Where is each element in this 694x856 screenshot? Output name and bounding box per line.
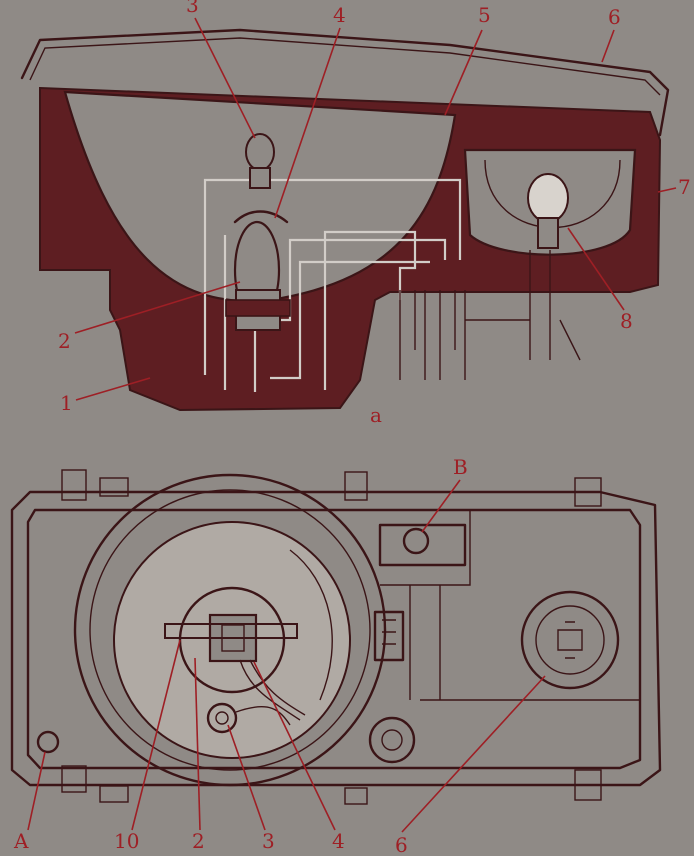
label-7: 7	[678, 175, 691, 199]
sidelight-socket	[206, 702, 238, 734]
label-1: 1	[60, 391, 73, 415]
sidelight-bulb	[245, 133, 275, 171]
inner-frame	[26, 508, 642, 770]
adjust-screw-a	[36, 730, 60, 754]
panel-dividers	[380, 510, 640, 701]
wiring	[203, 178, 462, 392]
label-b: B	[453, 455, 468, 479]
label-3-rear: 3	[262, 829, 275, 853]
label-2-rear: 2	[192, 829, 205, 853]
retaining-spring	[164, 623, 298, 639]
parking-bulb	[527, 173, 569, 223]
connector-terminals	[399, 250, 581, 380]
label-a: A	[13, 829, 29, 853]
bulb-shield	[233, 210, 289, 224]
label-4: 4	[333, 3, 346, 27]
lens-cover	[20, 28, 670, 137]
outer-frame	[10, 490, 662, 787]
sectional-view	[20, 28, 670, 412]
rear-view	[10, 469, 662, 805]
main-lamp-ring	[73, 473, 387, 787]
rear-labels: B A 10 2 3 4 6	[13, 455, 546, 856]
label-6: 6	[608, 5, 621, 29]
label-10: 10	[114, 829, 139, 853]
connector-block	[373, 610, 405, 662]
caption-a: a	[370, 403, 382, 427]
label-3: 3	[186, 0, 199, 17]
label-4-rear: 4	[332, 829, 345, 853]
rear-wires	[239, 659, 306, 721]
mounting-tabs	[61, 469, 602, 805]
switch-b	[402, 527, 430, 555]
label-2: 2	[58, 329, 71, 353]
cable-socket	[368, 716, 416, 764]
label-6-rear: 6	[395, 833, 408, 856]
parking-socket	[520, 590, 620, 690]
switch-housing	[378, 523, 467, 567]
label-8: 8	[620, 309, 633, 333]
label-5: 5	[478, 3, 491, 27]
top-labels: 3 4 5 6 7 8 2 1 a	[58, 0, 691, 427]
